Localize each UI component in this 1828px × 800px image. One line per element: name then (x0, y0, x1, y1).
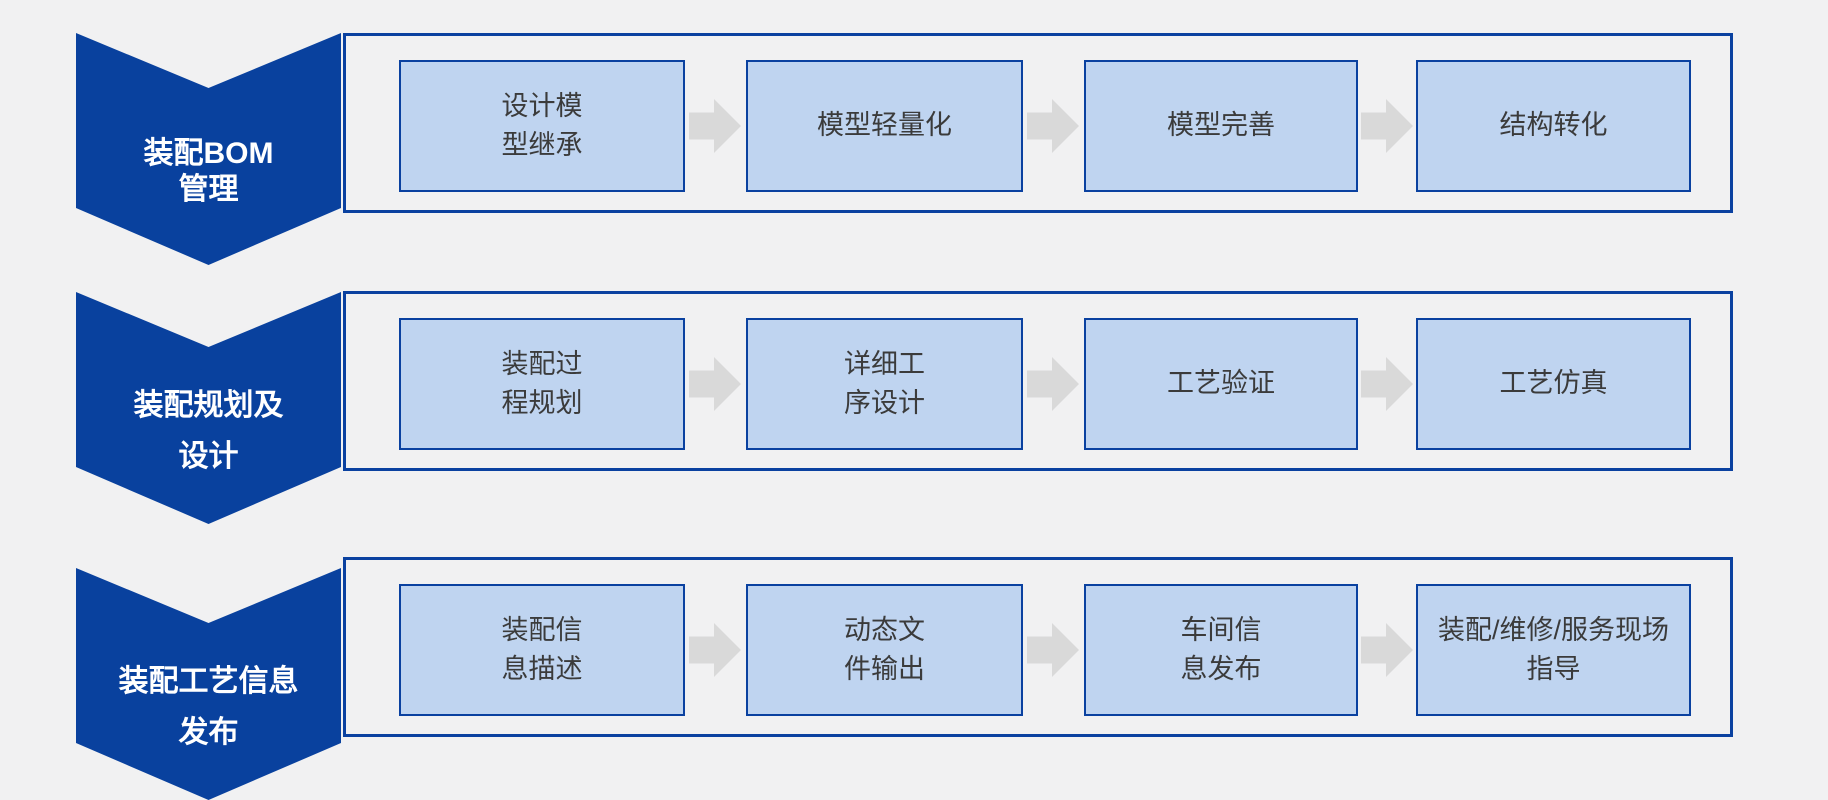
process-step-label: 装配信 息描述 (502, 611, 583, 689)
flow-arrow-icon (1027, 99, 1079, 153)
lane-frame-process-info-release: 装配信 息描述 动态文 件输出 车间信 息发布 装配/维修/服务现场 指导 (343, 557, 1733, 737)
process-step-label: 装配/维修/服务现场 指导 (1438, 611, 1669, 689)
process-step-box: 模型完善 (1084, 60, 1358, 192)
step-text-line: 序设计 (844, 388, 925, 418)
flow-arrow-icon (1361, 623, 1413, 677)
flow-arrow-icon (1027, 357, 1079, 411)
process-step-label: 模型完善 (1167, 106, 1275, 145)
process-step-box: 结构转化 (1416, 60, 1691, 192)
process-step-label: 工艺验证 (1167, 364, 1275, 403)
process-step-label: 模型轻量化 (817, 106, 952, 145)
process-step-box: 详细工 序设计 (746, 318, 1023, 450)
chevron-banner-process-info-release: 装配工艺信息 发布 (76, 568, 341, 800)
step-text-line: 结构转化 (1499, 110, 1608, 141)
flow-arrow-icon (1027, 623, 1079, 677)
process-step-label: 装配过 程规划 (502, 345, 583, 423)
process-step-label: 详细工 序设计 (844, 345, 925, 423)
process-step-label: 动态文 件输出 (844, 611, 925, 689)
lane-frame-assembly-planning: 装配过 程规划 详细工 序设计 工艺验证 工艺仿真 (343, 291, 1733, 471)
step-text-line: 型继承 (501, 130, 583, 160)
process-step-box: 装配过 程规划 (399, 318, 685, 450)
process-step-box: 工艺验证 (1084, 318, 1358, 450)
lane-title: 装配规划及 设计 (76, 292, 341, 524)
chevron-shape-icon (76, 292, 341, 524)
step-text-line: 装配过 (501, 348, 583, 379)
process-step-label: 工艺仿真 (1500, 364, 1608, 403)
flow-arrow-icon (689, 623, 741, 677)
step-text-line: 息发布 (1180, 654, 1262, 684)
step-text-line: 设计模 (501, 90, 583, 121)
chevron-shape-icon (76, 568, 341, 800)
lane-title-line: 装配工艺信息 (118, 665, 299, 698)
chevron-banner-bom-management: 装配BOM 管理 (76, 33, 341, 265)
chevron-banner-assembly-planning: 装配规划及 设计 (76, 292, 341, 524)
chevron-shape-icon (76, 33, 341, 265)
process-step-box: 工艺仿真 (1416, 318, 1691, 450)
step-text-line: 装配信 (501, 614, 583, 645)
flow-arrow-icon (689, 99, 741, 153)
step-text-line: 工艺验证 (1167, 368, 1275, 399)
step-text-line: 装配/维修/服务现场 (1437, 614, 1669, 645)
step-text-line: 动态文 (844, 614, 925, 645)
process-step-box: 装配/维修/服务现场 指导 (1416, 584, 1691, 716)
lane-title-line: 管理 (178, 173, 239, 206)
step-text-line: 模型完善 (1167, 110, 1275, 141)
step-text-line: 详细工 (844, 348, 925, 379)
flow-arrow-icon (689, 357, 741, 411)
process-step-box: 模型轻量化 (746, 60, 1023, 192)
lane-title: 装配工艺信息 发布 (76, 568, 341, 800)
step-text-line: 车间信 (1180, 614, 1262, 645)
lane-title: 装配BOM 管理 (76, 33, 341, 265)
lane-frame-bom-management: 设计模 型继承 模型轻量化 模型完善 结构转化 (343, 33, 1733, 213)
process-step-box: 车间信 息发布 (1084, 584, 1358, 716)
process-step-box: 装配信 息描述 (399, 584, 685, 716)
flow-arrow-icon (1361, 357, 1413, 411)
step-text-line: 件输出 (844, 654, 925, 684)
process-step-label: 设计模 型继承 (502, 87, 583, 165)
step-text-line: 指导 (1526, 654, 1581, 684)
process-step-box: 设计模 型继承 (399, 60, 685, 192)
lane-title-line: 装配BOM (143, 137, 274, 170)
process-step-label: 结构转化 (1500, 106, 1608, 145)
process-step-box: 动态文 件输出 (746, 584, 1023, 716)
process-step-label: 车间信 息发布 (1181, 611, 1262, 689)
lane-title-line: 装配规划及 (133, 389, 284, 422)
lane-title-line: 发布 (178, 716, 239, 749)
lane-title-line: 设计 (178, 440, 239, 473)
step-text-line: 程规划 (501, 388, 583, 418)
step-text-line: 工艺仿真 (1499, 368, 1608, 399)
flow-arrow-icon (1361, 99, 1413, 153)
step-text-line: 息描述 (501, 654, 583, 684)
step-text-line: 模型轻量化 (817, 110, 952, 141)
